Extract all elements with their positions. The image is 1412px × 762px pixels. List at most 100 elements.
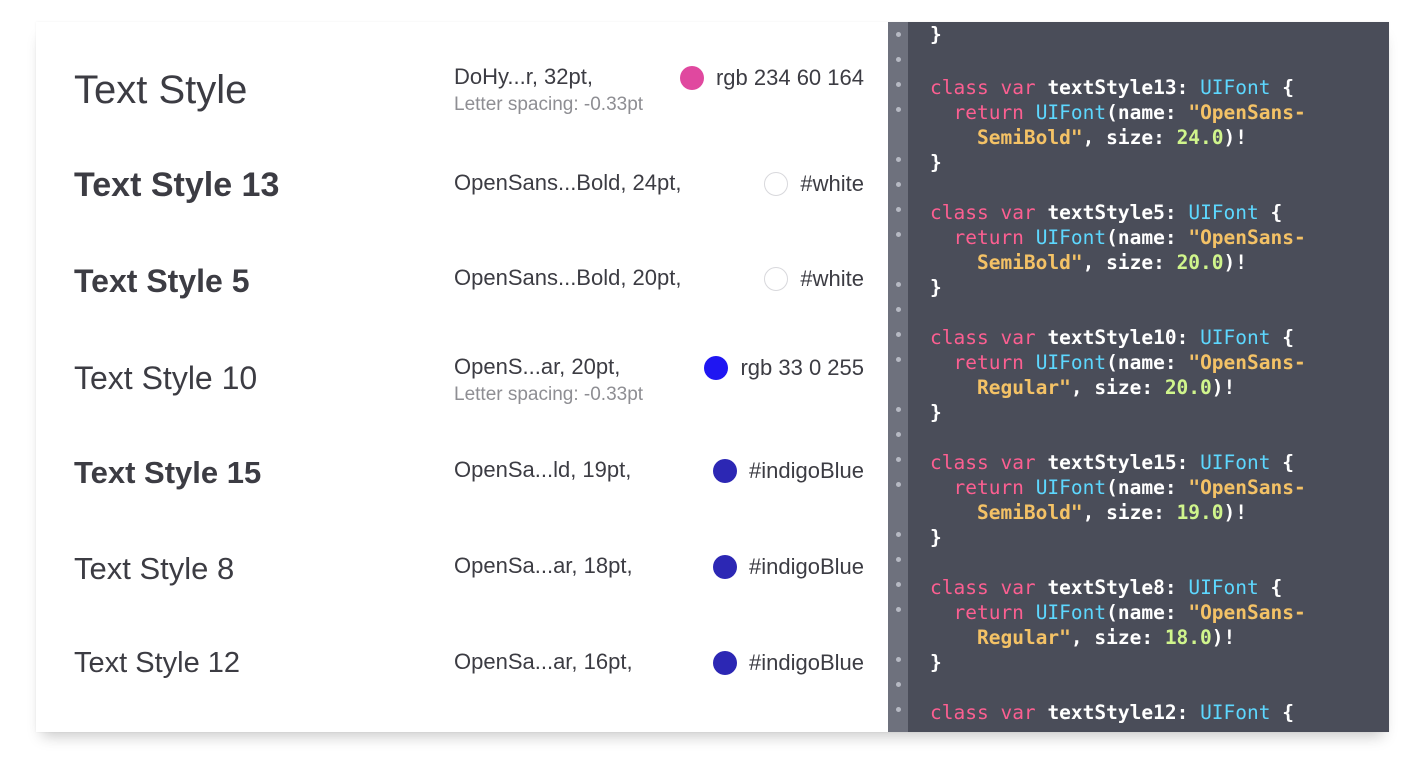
code-line: } xyxy=(930,400,942,425)
close-call: )! xyxy=(1223,251,1248,274)
keyword-class: class xyxy=(930,76,989,99)
font-description: OpenS...ar, 20pt, xyxy=(454,354,621,379)
string-literal: "OpenSans- xyxy=(1188,351,1306,374)
font-description: OpenSa...ld, 19pt, xyxy=(454,457,632,482)
keyword-class: class xyxy=(930,576,989,599)
close-call: )! xyxy=(1211,376,1236,399)
color-info: #indigoBlue xyxy=(713,457,864,485)
color-name: rgb 234 60 164 xyxy=(715,65,864,90)
color-swatch xyxy=(713,651,738,675)
type-name: UIFont xyxy=(1035,351,1107,374)
type-name: UIFont xyxy=(1200,76,1271,99)
gutter-dot xyxy=(896,457,901,462)
type-name: UIFont xyxy=(1035,101,1107,124)
style-guide-card: Text Style DoHy...r, 32pt, rgb 234 60 16… xyxy=(36,22,1389,732)
identifier: textStyle12 xyxy=(1047,701,1177,724)
code-brace: } xyxy=(930,526,942,549)
keyword-class: class xyxy=(930,451,989,474)
keyword-class: class xyxy=(930,326,989,349)
string-literal: SemiBold" xyxy=(976,126,1083,149)
string-literal: Regular" xyxy=(976,376,1071,399)
string-literal: SemiBold" xyxy=(976,501,1083,524)
type-name: UIFont xyxy=(1188,201,1259,224)
color-name: #white xyxy=(800,171,864,196)
size-arg: , size: xyxy=(1070,626,1165,649)
identifier: textStyle13 xyxy=(1047,76,1177,99)
keyword-return: return xyxy=(953,601,1024,624)
close-call: )! xyxy=(1223,126,1248,149)
type-name: UIFont xyxy=(1200,701,1271,724)
style-meta: OpenS...ar, 20pt, rgb 33 0 255 Letter sp… xyxy=(454,354,864,405)
style-name: Text Style xyxy=(74,68,248,112)
color-swatch xyxy=(713,459,738,483)
style-name: Text Style 13 xyxy=(74,166,280,204)
gutter-dot xyxy=(896,357,901,362)
gutter-dot xyxy=(896,282,901,287)
color-name: #indigoBlue xyxy=(749,650,864,675)
style-meta: DoHy...r, 32pt, rgb 234 60 164 Letter sp… xyxy=(454,64,864,115)
keyword-class: class xyxy=(930,701,989,724)
code-line: class var textStyle15: UIFont { xyxy=(930,451,1295,474)
gutter-dot xyxy=(896,182,901,187)
code-line: SemiBold", size: 24.0)! xyxy=(930,125,1247,150)
color-swatch xyxy=(679,66,704,90)
identifier: textStyle15 xyxy=(1047,451,1177,474)
style-meta: OpenSa...ar, 16pt, #indigoBlue xyxy=(454,649,864,689)
code-brace: } xyxy=(930,401,942,424)
keyword-class: class xyxy=(930,201,989,224)
style-name: Text Style 10 xyxy=(74,360,258,396)
keyword-return: return xyxy=(953,351,1024,374)
code-line: SemiBold", size: 19.0)! xyxy=(930,500,1247,525)
font-description: OpenSans...Bold, 20pt, xyxy=(454,265,682,290)
gutter-dot xyxy=(896,557,901,562)
identifier: textStyle10 xyxy=(1047,326,1177,349)
code-gutter xyxy=(888,22,908,732)
color-swatch xyxy=(764,267,789,291)
color-name: #indigoBlue xyxy=(749,554,864,579)
number-literal: 24.0 xyxy=(1176,126,1224,149)
style-name: Text Style 12 xyxy=(74,647,241,679)
style-name: Text Style 5 xyxy=(74,263,250,299)
code-panel[interactable]: } class var textStyle13: UIFont { return… xyxy=(888,22,1389,732)
code-line: Regular", size: 20.0)! xyxy=(930,375,1235,400)
code-line: } xyxy=(930,22,942,47)
string-literal: "OpenSans- xyxy=(1188,101,1306,124)
gutter-dot xyxy=(896,107,901,112)
color-info: rgb 33 0 255 xyxy=(704,354,864,382)
code-line: } xyxy=(930,525,942,550)
code-open-brace: { xyxy=(1282,701,1295,724)
code-line: class var textStyle12: UIFont { xyxy=(930,701,1295,724)
code-open-brace: { xyxy=(1282,326,1295,349)
gutter-dot xyxy=(896,332,901,337)
gutter-dot xyxy=(896,407,901,412)
gutter-dot xyxy=(896,607,901,612)
code-brace: } xyxy=(930,23,942,46)
code-brace: } xyxy=(930,151,942,174)
code-open-brace: { xyxy=(1282,76,1295,99)
close-call: )! xyxy=(1223,501,1248,524)
type-name: UIFont xyxy=(1200,451,1271,474)
number-literal: 19.0 xyxy=(1176,501,1224,524)
code-line: class var textStyle10: UIFont { xyxy=(930,326,1295,349)
keyword-return: return xyxy=(953,476,1024,499)
code-line: return UIFont(name: "OpenSans- xyxy=(930,100,1306,125)
name-arg: (name: xyxy=(1106,601,1189,624)
type-name: UIFont xyxy=(1035,601,1107,624)
gutter-dot xyxy=(896,657,901,662)
style-meta: OpenSans...Bold, 20pt, #white xyxy=(454,265,864,305)
color-name: rgb 33 0 255 xyxy=(740,355,864,380)
font-description: OpenSa...ar, 16pt, xyxy=(454,649,633,674)
style-name: Text Style 8 xyxy=(74,551,235,586)
code-line: } xyxy=(930,650,942,675)
string-literal: SemiBold" xyxy=(976,251,1083,274)
identifier: textStyle8 xyxy=(1047,576,1165,599)
color-info: #indigoBlue xyxy=(713,649,864,677)
name-arg: (name: xyxy=(1106,226,1189,249)
keyword-var: var xyxy=(1000,76,1036,99)
keyword-return: return xyxy=(953,101,1024,124)
code-line: Regular", size: 18.0)! xyxy=(930,625,1235,650)
string-literal: "OpenSans- xyxy=(1188,601,1306,624)
gutter-dot xyxy=(896,82,901,87)
code-line: } xyxy=(930,275,942,300)
code-line: class var textStyle13: UIFont { xyxy=(930,76,1295,99)
